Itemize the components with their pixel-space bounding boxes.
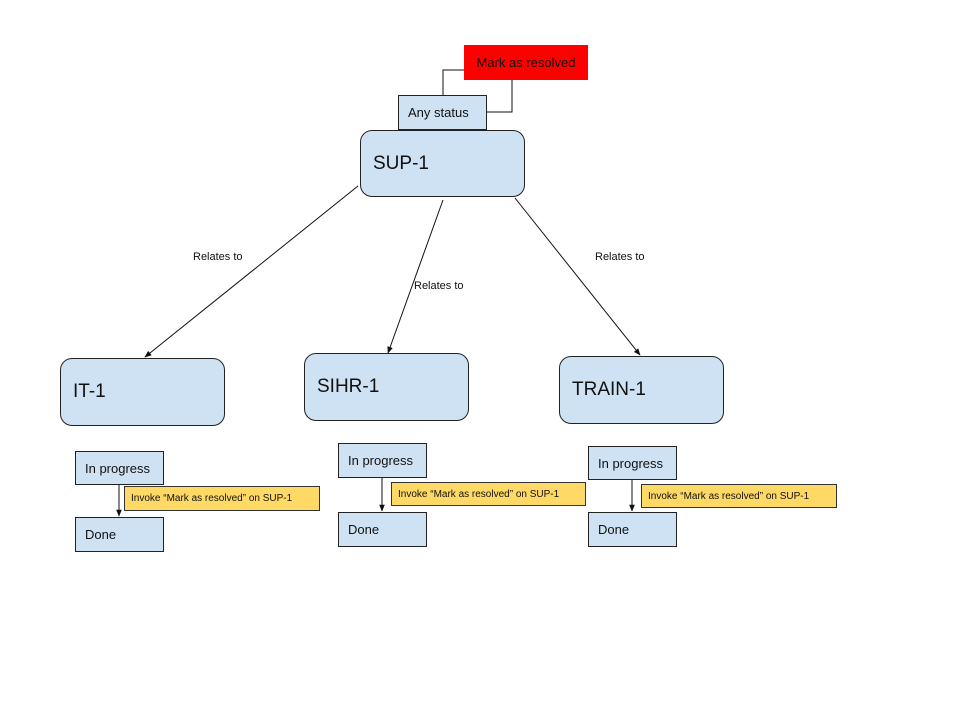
train-1-transition-note: Invoke “Mark as resolved” on SUP-1 <box>641 484 837 508</box>
issue-sihr-1[interactable]: SIHR-1 <box>304 353 469 421</box>
relates-arrow-it <box>144 185 359 358</box>
train-1-status-in-progress: In progress <box>588 446 677 480</box>
action-loop-return-connector <box>487 80 513 113</box>
any-status-box: Any status <box>398 95 487 130</box>
sihr-1-transition-note: Invoke “Mark as resolved” on SUP-1 <box>391 482 586 506</box>
relates-arrow-sihr <box>387 199 444 354</box>
it-1-status-in-progress: In progress <box>75 451 164 485</box>
it-1-transition-note: Invoke “Mark as resolved” on SUP-1 <box>124 486 320 511</box>
relates-label-train: Relates to <box>595 251 645 263</box>
sihr-1-status-in-progress: In progress <box>338 443 427 478</box>
relates-label-sihr: Relates to <box>414 280 464 292</box>
issue-sup-1[interactable]: SUP-1 <box>360 130 525 197</box>
issue-it-1[interactable]: IT-1 <box>60 358 225 426</box>
relates-label-it: Relates to <box>193 251 243 263</box>
issue-train-1[interactable]: TRAIN-1 <box>559 356 724 424</box>
train-1-status-done: Done <box>588 512 677 547</box>
mark-as-resolved-action[interactable]: Mark as resolved <box>464 45 588 80</box>
relates-arrow-train <box>514 197 641 356</box>
sihr-1-status-done: Done <box>338 512 427 547</box>
it-1-status-done: Done <box>75 517 164 552</box>
action-loop-connector <box>442 69 464 95</box>
